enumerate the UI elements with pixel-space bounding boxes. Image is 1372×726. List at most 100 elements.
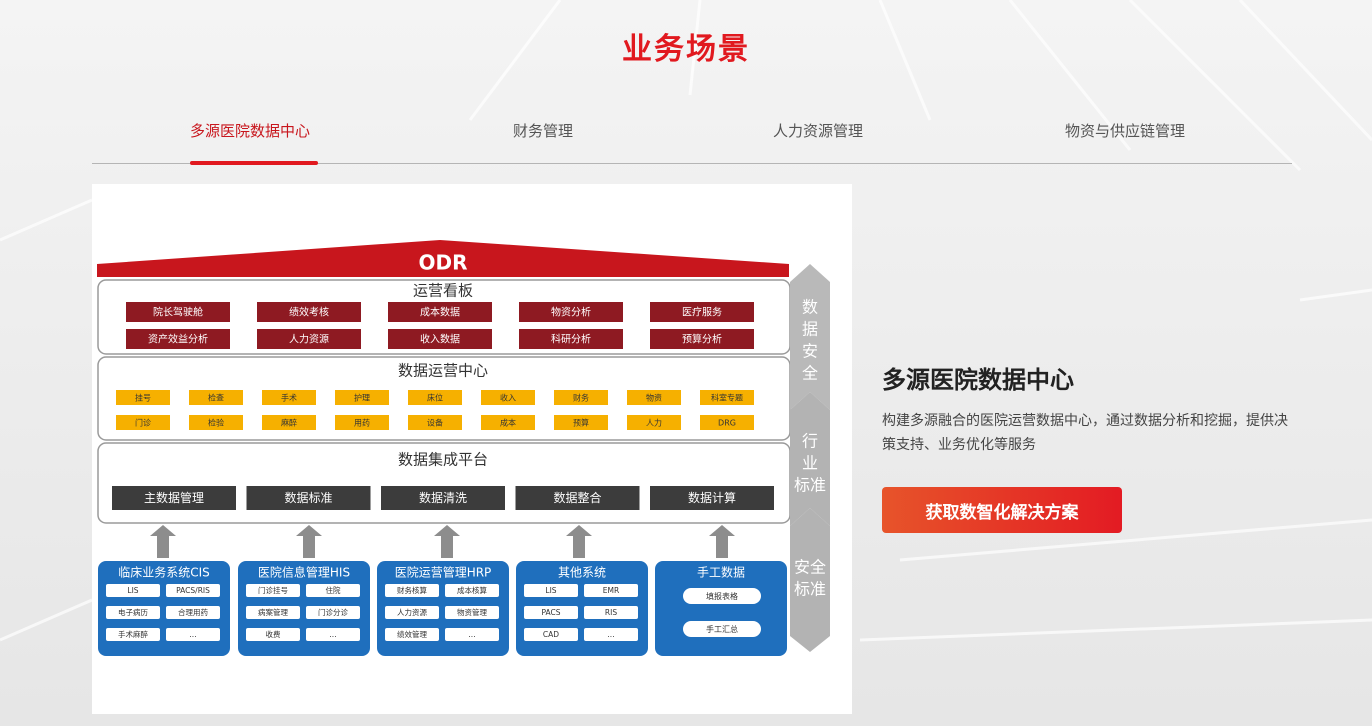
source-item-chip <box>445 584 499 597</box>
ops-chip <box>481 415 535 430</box>
side-data-security <box>790 264 830 410</box>
ops-chip <box>481 390 535 405</box>
source-item-label: 门诊挂号 <box>258 585 288 595</box>
ops-chip-label: 检验 <box>208 418 224 428</box>
source-item-chip <box>683 621 761 637</box>
source-item-chip <box>385 606 439 619</box>
tab-hr-management[interactable]: 人力资源管理 <box>773 122 864 140</box>
source-item-chip <box>584 606 638 619</box>
dashboard-chip <box>650 329 754 349</box>
dashboard-chip-label: 绩效考核 <box>289 306 329 319</box>
source-item-label: 手工汇总 <box>706 624 738 634</box>
source-item-chip <box>106 584 160 597</box>
integration-chip <box>650 486 774 510</box>
up-arrow <box>566 525 592 558</box>
dashboard-chip <box>257 302 361 322</box>
ops-chip-label: 挂号 <box>135 393 151 403</box>
tab-finance-management[interactable]: 财务管理 <box>513 122 574 140</box>
ops-chip <box>408 390 462 405</box>
integration-chip-label: 数据标准 <box>284 490 332 505</box>
source-item-chip <box>306 584 360 597</box>
side-security-standard <box>790 508 830 652</box>
ops-chip <box>262 390 316 405</box>
source-item-chip <box>246 606 300 619</box>
ops-chip-label: 财务 <box>573 393 589 403</box>
side-label-text: 标准 <box>794 476 826 495</box>
source-item-chip <box>524 606 578 619</box>
tab-supply-chain-management[interactable]: 物资与供应链管理 <box>1065 122 1186 140</box>
dashboard-chip <box>126 329 230 349</box>
side-label-text: 标准 <box>794 580 826 599</box>
source-item-chip <box>106 628 160 641</box>
source-item-label: 人力资源 <box>397 607 427 617</box>
active-tab-indicator <box>190 161 318 165</box>
source-item-chip <box>246 628 300 641</box>
dashboard-chip <box>650 302 754 322</box>
dashboard-chip-label: 收入数据 <box>420 333 460 346</box>
side-label-text: 安 <box>802 342 818 361</box>
source-system-title: 手工数据 <box>697 565 745 580</box>
get-solution-button[interactable]: 获取数智化解决方案 <box>882 487 1122 533</box>
source-item-label: PACS <box>541 608 560 617</box>
up-arrow <box>434 525 460 558</box>
dashboard-chip <box>519 329 623 349</box>
dashboard-chip-label: 人力资源 <box>289 333 329 346</box>
dashboard-chip-label: 成本数据 <box>420 306 460 319</box>
integration-chip <box>515 486 640 510</box>
integration-chip <box>246 486 371 510</box>
side-label-text: 行 <box>802 432 818 451</box>
up-arrow <box>709 525 735 558</box>
source-item-chip <box>385 584 439 597</box>
scenario-panel: 多源医院数据中心 构建多源融合的医院运营数据中心，通过数据分析和挖掘，提供决策支… <box>882 360 1292 457</box>
ops-chip <box>189 390 243 405</box>
side-label-text: 安全 <box>794 558 826 577</box>
source-item-label: LIS <box>127 586 138 595</box>
side-label-text: 全 <box>802 364 818 383</box>
ops-chip <box>335 415 389 430</box>
ops-chip <box>335 390 389 405</box>
side-label-text: 数 <box>802 298 818 317</box>
integration-chip <box>112 486 236 510</box>
ops-chip-label: 用药 <box>354 418 370 428</box>
side-industry-standard <box>790 392 830 526</box>
source-item-label: 物资管理 <box>457 607 487 617</box>
ops-chip-label: 物资 <box>646 393 662 403</box>
source-item-label: 收费 <box>266 629 281 639</box>
scenario-description: 构建多源融合的医院运营数据中心，通过数据分析和挖掘，提供决策支持、业务优化等服务 <box>882 413 1288 453</box>
ops-chip <box>554 390 608 405</box>
dashboard-chip-label: 物资分析 <box>551 306 591 319</box>
ops-chip <box>627 390 681 405</box>
ops-chip <box>116 415 170 430</box>
dashboard-chip-label: 医疗服务 <box>682 306 722 319</box>
source-item-label: ... <box>329 630 336 639</box>
source-item-label: 填报表格 <box>706 591 738 601</box>
ops-chip-label: 检查 <box>208 393 224 403</box>
integration-chip-label: 数据清洗 <box>419 490 467 505</box>
ops-chip <box>189 415 243 430</box>
dashboard-chip <box>126 302 230 322</box>
dashboard-chip <box>519 302 623 322</box>
source-item-label: 病案管理 <box>258 607 288 617</box>
dashboard-chip-label: 院长驾驶舱 <box>153 306 203 319</box>
ops-chip <box>627 415 681 430</box>
ops-chip <box>554 415 608 430</box>
ops-chip <box>262 415 316 430</box>
source-item-chip <box>524 584 578 597</box>
source-system-title: 医院信息管理HIS <box>258 565 350 580</box>
page-title: 业务场景 <box>622 32 750 67</box>
odr-roof-label: ODR <box>418 251 467 275</box>
ops-chip <box>116 390 170 405</box>
integration-chip <box>381 486 505 510</box>
tab-multi-source-data-center[interactable]: 多源医院数据中心 <box>190 122 311 140</box>
dashboard-chip <box>257 329 361 349</box>
dashboard-chip <box>388 302 492 322</box>
source-item-chip <box>166 584 220 597</box>
ops-center-title: 数据运营中心 <box>398 362 488 380</box>
ops-chip <box>700 390 754 405</box>
side-label-text: 据 <box>802 320 818 339</box>
dashboard-chip-label: 科研分析 <box>551 333 591 346</box>
dashboard-chip <box>388 329 492 349</box>
dashboard-chip-label: 预算分析 <box>682 333 722 346</box>
source-item-chip <box>683 588 761 604</box>
ops-chip-label: 预算 <box>573 418 589 428</box>
